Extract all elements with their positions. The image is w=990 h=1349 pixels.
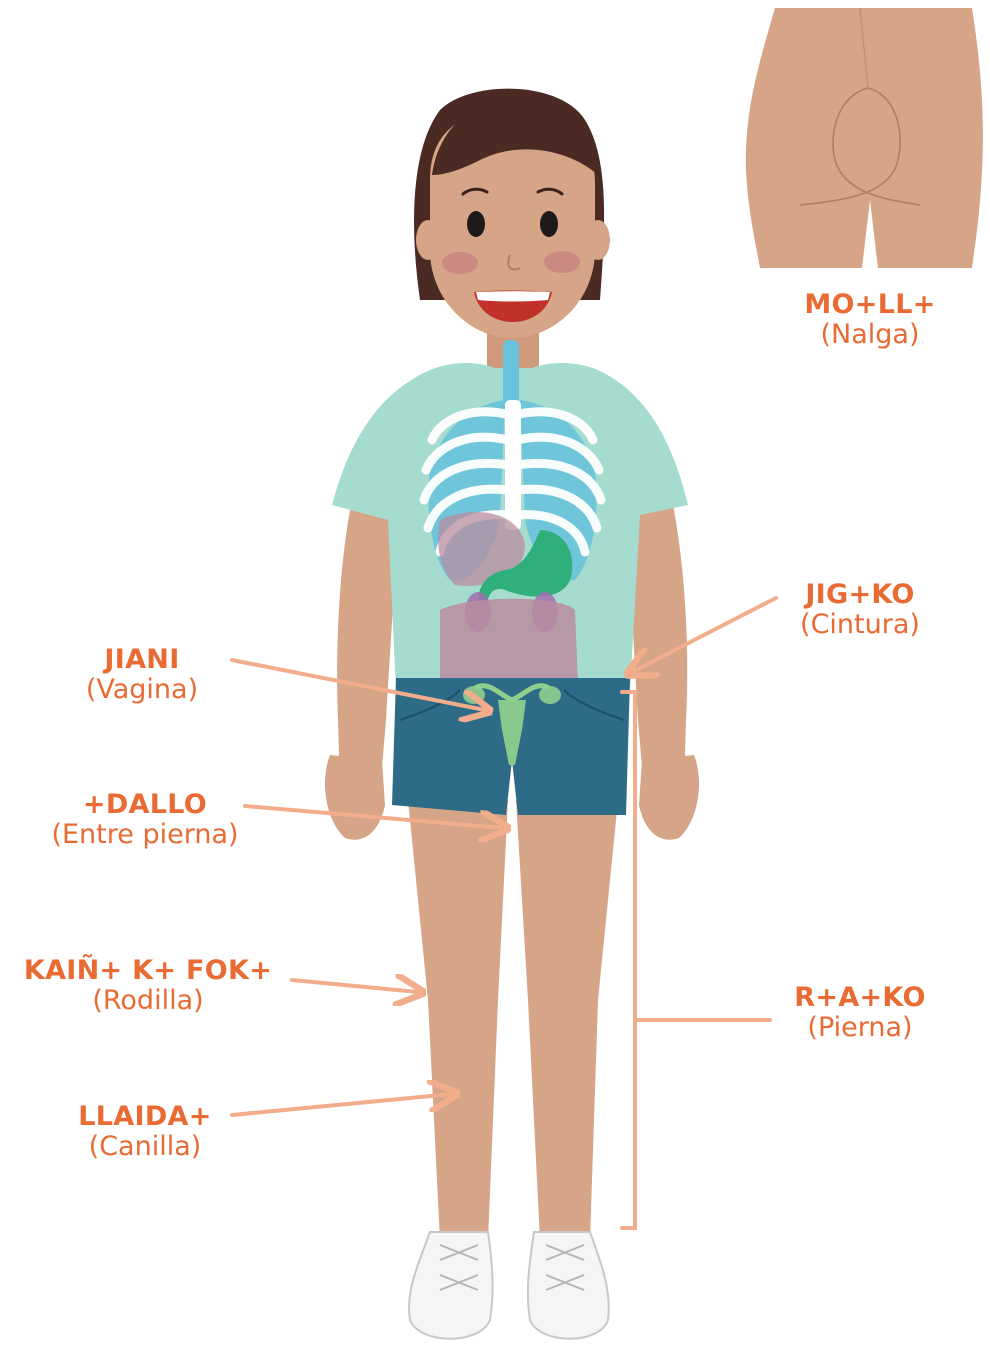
label-pierna: R+A+KO (Pierna) (780, 983, 940, 1043)
label-vagina-native: JIANI (52, 645, 232, 675)
label-rodilla-spanish: (Rodilla) (8, 986, 288, 1016)
girl-figure-icon (325, 89, 699, 1339)
label-canilla: LLAIDA+ (Canilla) (50, 1102, 240, 1162)
label-canilla-native: LLAIDA+ (50, 1102, 240, 1132)
label-canilla-spanish: (Canilla) (50, 1132, 240, 1162)
label-nalga: MO+LL+ (Nalga) (790, 290, 950, 350)
label-rodilla-native: KAIÑ+ K+ FOK+ (8, 956, 288, 986)
label-entre-pierna-native: +DALLO (20, 790, 270, 820)
label-rodilla: KAIÑ+ K+ FOK+ (Rodilla) (8, 956, 288, 1016)
label-pierna-spanish: (Pierna) (780, 1013, 940, 1043)
label-entre-pierna: +DALLO (Entre pierna) (20, 790, 270, 850)
label-nalga-spanish: (Nalga) (790, 320, 950, 350)
label-vagina: JIANI (Vagina) (52, 645, 232, 705)
label-pierna-native: R+A+KO (780, 983, 940, 1013)
label-vagina-spanish: (Vagina) (52, 675, 232, 705)
label-entre-pierna-spanish: (Entre pierna) (20, 820, 270, 850)
label-nalga-native: MO+LL+ (790, 290, 950, 320)
buttocks-icon (746, 8, 983, 268)
pointer-llaida (232, 1094, 452, 1115)
label-cintura-spanish: (Cintura) (770, 610, 950, 640)
label-cintura-native: JIG+KO (770, 580, 950, 610)
pointer-kaini (292, 980, 418, 992)
label-cintura: JIG+KO (Cintura) (770, 580, 950, 640)
